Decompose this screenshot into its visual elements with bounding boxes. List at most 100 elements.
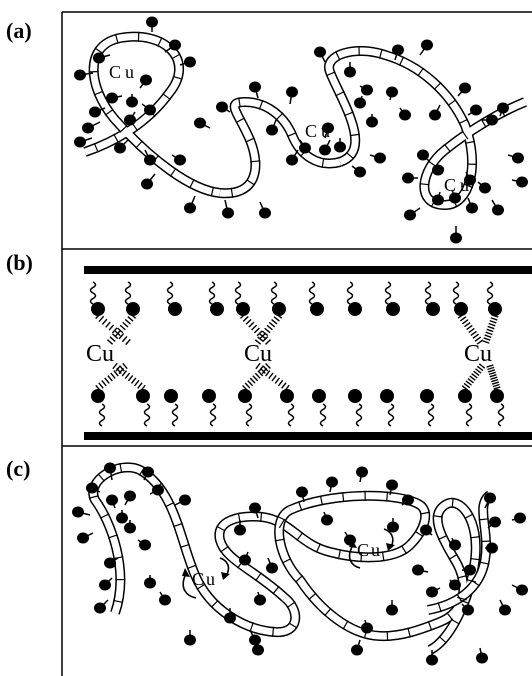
panel-c-label: (c) (6, 456, 31, 481)
chain-tick (432, 514, 443, 518)
rotation-arrowhead (386, 543, 395, 551)
pendant-dot (266, 124, 278, 136)
pendant-dot (139, 539, 151, 551)
coordination-bond (137, 382, 143, 389)
pendant-dot (516, 584, 528, 596)
coordination-bond (483, 337, 491, 341)
coordination-bond (490, 317, 498, 321)
coordination-bond (271, 319, 278, 325)
pendant-dot (432, 194, 444, 206)
chain-tick (272, 585, 280, 595)
coordination-bond (469, 375, 476, 381)
chain-outline (88, 462, 301, 638)
pendant-dot (314, 46, 326, 58)
pendant-dot (222, 207, 234, 219)
coordination-bond (261, 330, 269, 337)
chain-tick (337, 549, 342, 560)
alkyl-tail (497, 403, 505, 427)
coordination-bond (457, 313, 465, 319)
alkyl-tail (245, 403, 253, 427)
chain-tick (378, 48, 383, 59)
pendant-dot (194, 117, 206, 129)
pendant-dot (116, 512, 128, 524)
chain-tick (342, 620, 349, 630)
chain-tick (463, 183, 474, 189)
chain-tick (400, 545, 408, 555)
chain-tick (275, 112, 284, 121)
pendant-dot (484, 492, 496, 504)
panel-c: Cu Cu (88, 462, 494, 655)
alkyl-tail (166, 281, 174, 305)
top-layer (84, 266, 532, 274)
coordination-bond (121, 336, 128, 343)
chain-tick (437, 602, 442, 613)
headgroup (426, 302, 440, 316)
rotation-arrow (182, 575, 197, 599)
chain-tick (172, 75, 183, 80)
coordination-bond (467, 377, 474, 384)
chain-tick (458, 118, 469, 125)
coordination-bond (476, 365, 484, 372)
chain-tick (260, 511, 263, 522)
chain-tick (169, 167, 177, 177)
pendant-dot (449, 579, 461, 591)
headgroup (348, 302, 362, 316)
alkyl-tail (355, 403, 363, 427)
chain-tick (456, 593, 463, 603)
pendant-dot (126, 96, 138, 108)
pendant-dot (74, 69, 86, 81)
coordination-bond (252, 375, 259, 382)
coordination-bond (257, 370, 264, 377)
headgroup (310, 302, 324, 316)
chain-tick (319, 495, 324, 506)
coordination-bond (488, 322, 496, 327)
coordination-bond (113, 370, 119, 377)
chain-tick (210, 186, 215, 197)
coordination-bond (468, 327, 475, 334)
chain-tick (258, 99, 264, 110)
chain-fill (325, 47, 527, 209)
coordination-bond (475, 368, 482, 374)
chain-tick (94, 47, 104, 54)
alkyl-tail (124, 281, 132, 305)
chain-tick (286, 132, 297, 138)
coordination-bond (474, 336, 482, 342)
coordination-bond (484, 334, 492, 339)
panel-b-label: (b) (6, 250, 33, 275)
coordination-bond (255, 362, 261, 370)
coordination-bond (281, 382, 287, 389)
pendant-dot (319, 144, 331, 156)
coordination-bond (104, 377, 110, 384)
pendant-dot (420, 524, 432, 536)
coordination-bond (253, 327, 260, 334)
pendant-dot (361, 622, 373, 634)
coordination-bond (476, 339, 484, 345)
chain-tick (189, 179, 195, 189)
pendant-dot (399, 109, 411, 121)
coordination-bond (277, 379, 284, 387)
chain-tick (88, 495, 99, 499)
coordination-bond (489, 319, 497, 324)
pendant-dot (106, 92, 118, 104)
pendant-dot (106, 494, 118, 506)
alkyl-tail (452, 281, 460, 305)
pendant-dot (514, 512, 526, 524)
cu-label: Cu (444, 175, 473, 195)
coordination-bond (115, 365, 121, 372)
chain-tick (461, 130, 469, 140)
coordination-bond (264, 339, 272, 345)
chain-tick (210, 599, 219, 608)
coordination-bond (125, 338, 131, 346)
pendant-dot (93, 52, 105, 64)
cu-label: Cu (357, 540, 382, 560)
coordination-bond (105, 321, 111, 328)
pendant-dot (144, 154, 156, 166)
pendant-dot (184, 634, 196, 646)
pendant-dot (417, 149, 429, 161)
chain-tick (235, 117, 246, 124)
pendant-dot (354, 97, 366, 109)
cu-label: Cu (244, 341, 272, 367)
chain-tick (360, 552, 363, 563)
coordination-bond (470, 330, 477, 336)
alkyl-tail (98, 403, 106, 427)
